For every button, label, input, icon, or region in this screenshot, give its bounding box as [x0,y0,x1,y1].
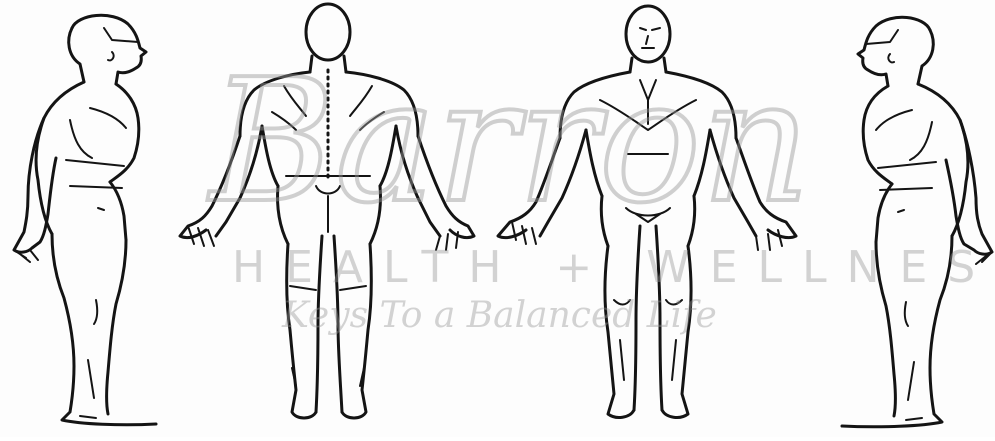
figure-right-side-view [842,17,992,426]
figure-left-side-view [14,15,156,424]
figure-front-view [498,6,796,417]
figure-back-view [180,4,474,418]
